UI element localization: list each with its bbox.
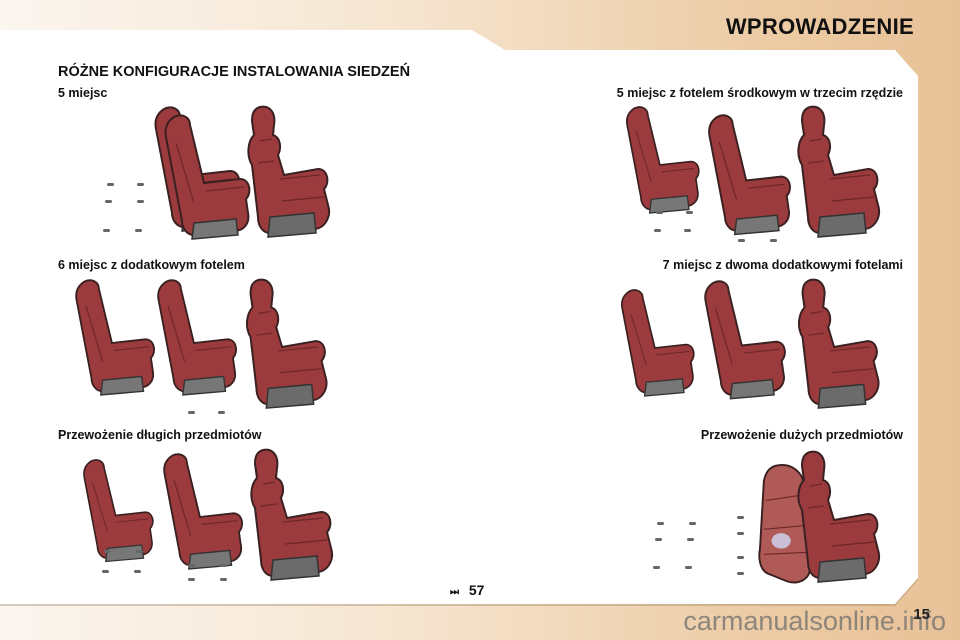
anchor-point-icon [220,578,227,581]
seat-row1-icon [797,278,880,410]
anchor-point-icon [770,239,777,242]
anchor-point-icon [655,538,662,541]
anchor-point-icon [104,550,111,553]
anchor-point-icon [218,411,225,414]
figure-6-seats [70,278,340,418]
anchor-point-icon [135,229,142,232]
anchor-point-icon [657,522,664,525]
seat-row1-icon [797,450,881,583]
skip-forward-icon: ⏭ [450,587,459,598]
figure-5-seats [95,105,345,250]
anchor-point-icon [653,566,660,569]
reference-page-number: 57 [468,582,485,598]
page-number: 15 [913,606,930,623]
anchor-point-icon [687,538,694,541]
anchor-point-icon [188,411,195,414]
config-label-7-seats: 7 miejsc z dwoma dodatkowymi fotelami [662,258,903,272]
anchor-point-icon [737,572,744,575]
anchor-point-icon [656,211,663,214]
seat-row2-icon [708,114,791,236]
anchor-point-icon [136,550,143,553]
anchor-point-icon [188,578,195,581]
config-label-5-seats-center-third-row: 5 miejsc z fotelem środkowym w trzecim r… [616,86,903,100]
anchor-point-icon [685,566,692,569]
seat-row1-icon [797,105,881,238]
watermark: carmanualsonline.info [683,606,946,636]
anchor-point-icon [137,200,144,203]
seat-row1-icon [245,278,328,410]
anchor-point-icon [738,239,745,242]
figure-7-seats [615,278,890,418]
anchor-point-icon [220,564,227,567]
anchor-point-icon [105,200,112,203]
seat-folded-stack-icon [758,464,811,584]
seat-row2-icon [157,279,237,396]
anchor-point-icon [686,211,693,214]
config-label-6-seats: 6 miejsc z dodatkowym fotelem [58,258,245,272]
anchor-point-icon [188,564,195,567]
config-label-long-items: Przewożenie długich przedmiotów [58,428,262,442]
config-label-large-items: Przewożenie dużych przedmiotów [700,428,903,442]
anchor-point-icon [103,229,110,232]
config-label-5-seats: 5 miejsc [58,86,108,100]
anchor-point-icon [137,183,144,186]
anchor-point-icon [737,516,744,519]
anchor-point-icon [107,183,114,186]
figure-large-items [645,448,890,593]
anchor-point-icon [689,522,696,525]
anchor-point-icon [684,229,691,232]
page-reference[interactable]: ⏭ 57 [450,582,484,598]
anchor-point-icon [654,229,661,232]
anchor-point-icon [737,532,744,535]
seat-row3-icon [83,459,154,563]
seat-row2-folded-icon [163,453,243,570]
figure-long-items [78,448,343,593]
anchor-point-icon [134,570,141,573]
seat-row1-icon [247,105,331,238]
seat-row3-icon [75,279,155,396]
seat-row3-icon [620,289,695,397]
page-title: WPROWADZENIE [725,14,914,39]
anchor-point-icon [102,570,109,573]
figure-5-seats-center-third-row [620,105,890,250]
seat-row3-icon [625,106,700,214]
seat-row1-icon [250,448,334,581]
seat-row2-icon [704,280,786,400]
anchor-point-icon [737,556,744,559]
section-heading: RÓŻNE KONFIGURACJE INSTALOWANIA SIEDZEŃ [58,64,411,80]
